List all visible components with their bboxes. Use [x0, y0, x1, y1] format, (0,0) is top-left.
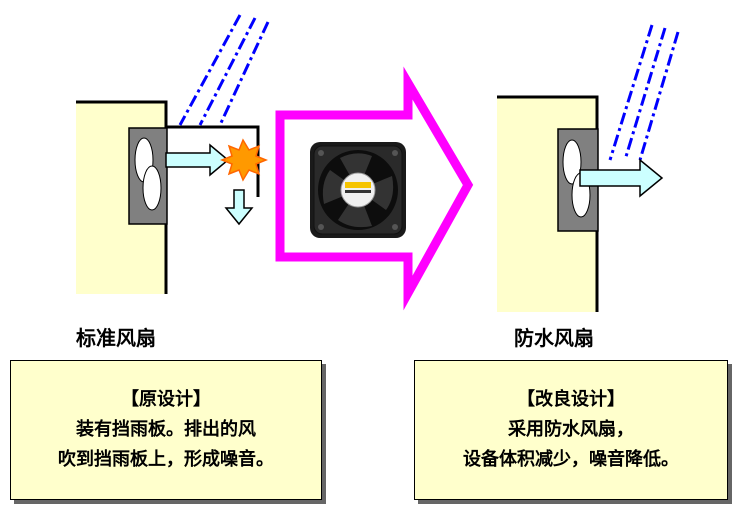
improved-design-line-1: 采用防水风扇，: [508, 415, 634, 445]
improved-design-box: 【改良设计】 采用防水风扇， 设备体积减少，噪音降低。: [414, 360, 728, 500]
rain-drops-icon: [180, 15, 268, 125]
noise-burst-icon: [222, 140, 266, 180]
standard-fan-icon: [129, 128, 167, 224]
improved-design-title: 【改良设计】: [517, 385, 625, 415]
rain-drops-icon: [610, 25, 678, 160]
fan-photo-icon: [310, 142, 406, 238]
original-design-line-2: 吹到挡雨板上，形成噪音。: [58, 445, 274, 475]
waterproof-fan-illustration: [497, 25, 678, 312]
standard-fan-caption: 标准风扇: [76, 322, 156, 351]
original-design-title: 【原设计】: [121, 385, 211, 415]
standard-fan-illustration: [76, 15, 268, 294]
original-design-box: 【原设计】 装有挡雨板。排出的风 吹到挡雨板上，形成噪音。: [10, 360, 322, 500]
improved-design-line-2: 设备体积减少，噪音降低。: [463, 445, 679, 475]
waterproof-fan-caption: 防水风扇: [514, 322, 594, 351]
deflected-airflow-arrow: [226, 190, 252, 224]
original-design-line-1: 装有挡雨板。排出的风: [76, 415, 256, 445]
airflow-arrow: [166, 145, 228, 175]
